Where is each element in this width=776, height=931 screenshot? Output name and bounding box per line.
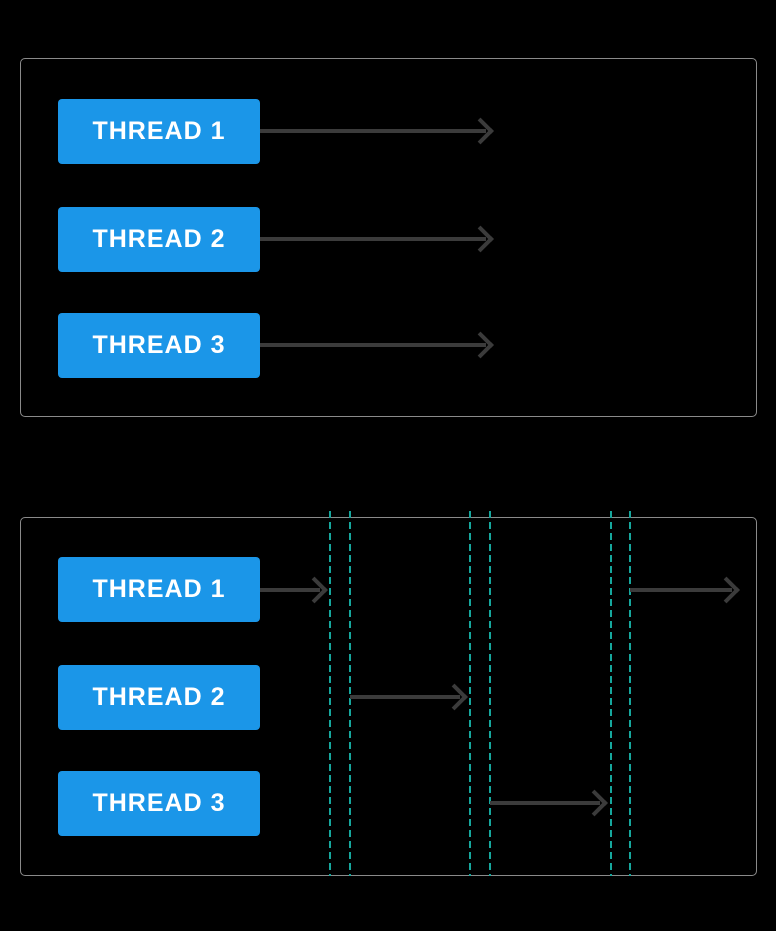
concurrent-thread-3-arrow-segment	[490, 789, 608, 817]
parallel-thread-3-arrow	[260, 331, 494, 359]
concurrent-thread-2-box: THREAD 2	[58, 665, 260, 730]
concurrent-execution-panel	[20, 517, 757, 876]
concurrent-thread-3-label: THREAD 3	[92, 789, 226, 817]
concurrent-thread-1-arrow-segment-1	[260, 576, 328, 604]
context-switch-line	[349, 511, 351, 876]
context-switch-line	[489, 511, 491, 876]
parallel-thread-1-box: THREAD 1	[58, 99, 260, 164]
parallel-thread-1-label: THREAD 1	[92, 117, 226, 145]
concurrent-thread-1-label: THREAD 1	[92, 575, 226, 603]
parallel-thread-2-box: THREAD 2	[58, 207, 260, 272]
context-switch-line	[629, 511, 631, 876]
parallel-thread-2-label: THREAD 2	[92, 225, 226, 253]
concurrent-thread-1-box: THREAD 1	[58, 557, 260, 622]
parallel-execution-panel	[20, 58, 757, 417]
concurrent-thread-1-arrow-segment-2	[630, 576, 740, 604]
parallel-thread-1-arrow	[260, 117, 494, 145]
concurrent-thread-3-box: THREAD 3	[58, 771, 260, 836]
parallel-thread-2-arrow	[260, 225, 494, 253]
concurrent-thread-2-arrow-segment	[350, 683, 468, 711]
context-switch-line	[469, 511, 471, 876]
parallel-thread-3-label: THREAD 3	[92, 331, 226, 359]
parallel-thread-3-box: THREAD 3	[58, 313, 260, 378]
context-switch-line	[610, 511, 612, 876]
context-switch-line	[329, 511, 331, 876]
concurrent-thread-2-label: THREAD 2	[92, 683, 226, 711]
